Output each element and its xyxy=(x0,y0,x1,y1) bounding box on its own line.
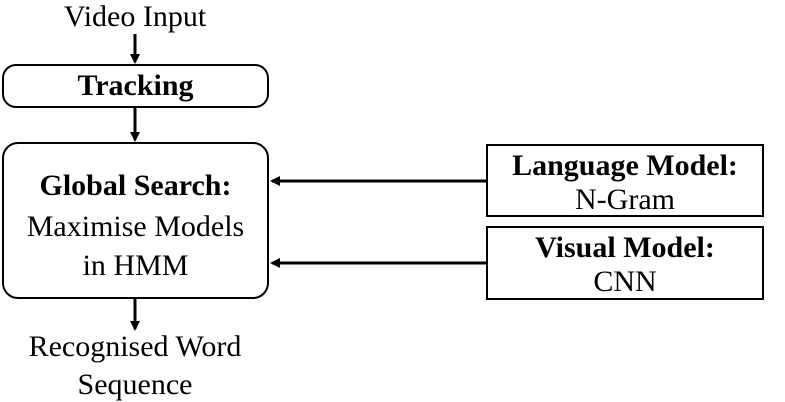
language-model-subtitle: N-Gram xyxy=(575,183,675,216)
global-search-box xyxy=(2,142,269,299)
visual-model-title: Visual Model: xyxy=(535,231,715,264)
tracking-label: Tracking xyxy=(77,69,194,102)
global-search-title: Global Search: xyxy=(39,169,232,202)
language-model-box xyxy=(486,144,764,217)
visual-model-subtitle: CNN xyxy=(593,265,657,298)
video-input-label: Video Input xyxy=(63,0,207,33)
global-search-line1: Maximise Models xyxy=(26,210,245,243)
tracking-box xyxy=(2,64,269,108)
language-model-title: Language Model: xyxy=(512,149,738,182)
output-label-line1: Recognised Word xyxy=(28,330,242,363)
output-label-line2: Sequence xyxy=(77,368,193,401)
global-search-line2: in HMM xyxy=(82,249,189,282)
visual-model-box xyxy=(486,226,764,300)
